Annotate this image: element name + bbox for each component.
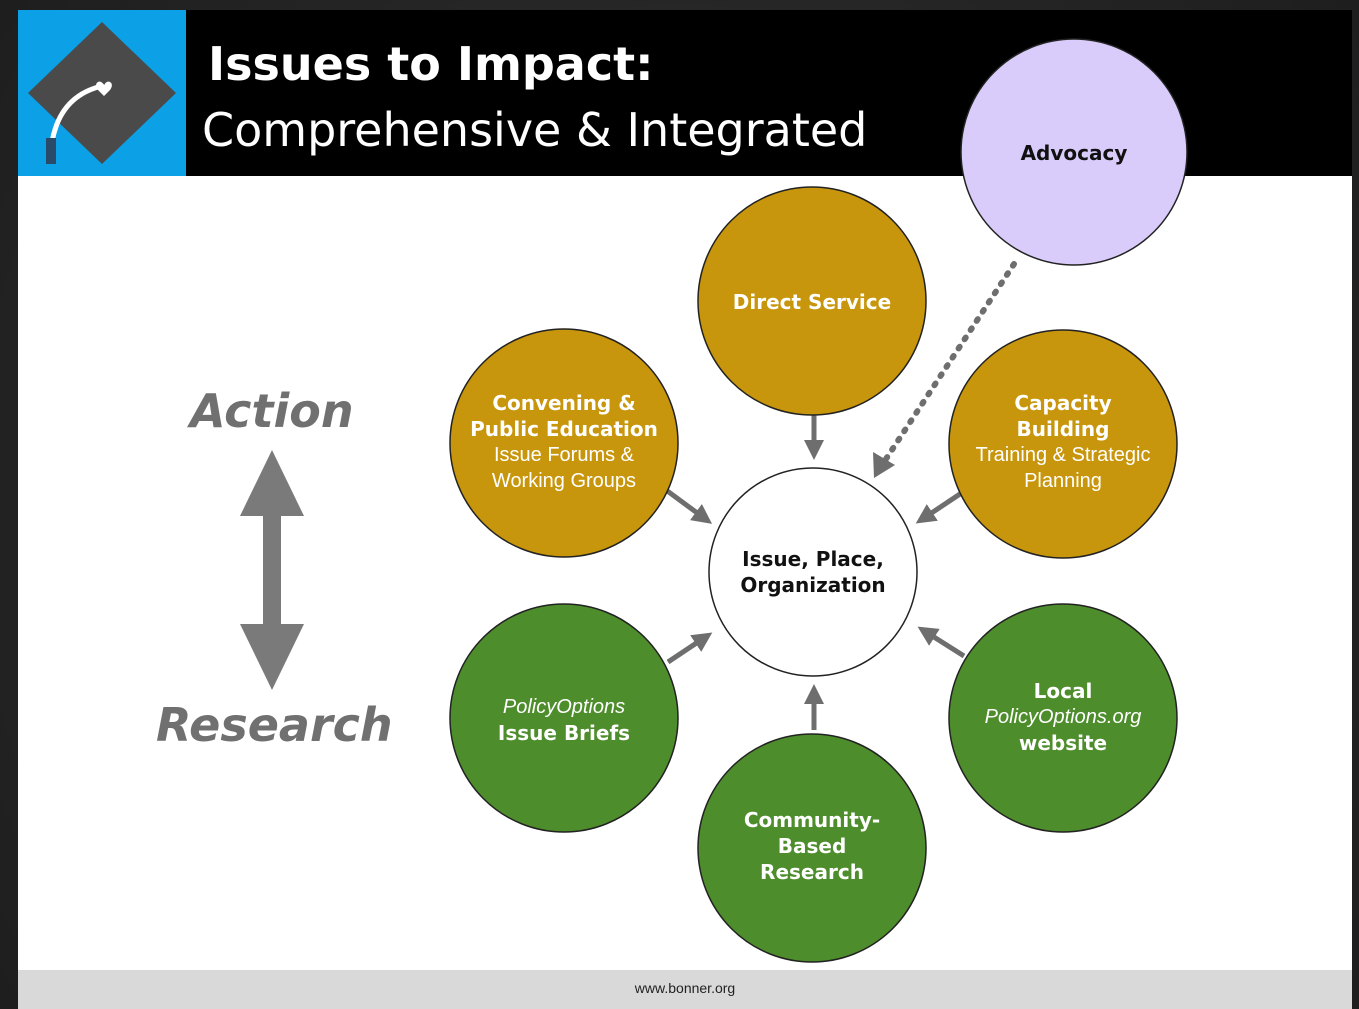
community-title-2: Based [777,834,847,858]
capacity-circle [948,329,1178,559]
footer-bar [18,970,1352,1009]
policy-briefs-title: Issue Briefs [497,721,631,745]
convening-sub-1: Issue Forums & [493,444,635,466]
footer-url: www.bonner.org [634,980,736,996]
local-sub: website [1018,731,1108,755]
advocacy-arrowhead-icon [873,452,895,478]
convening-sub-2: Working Groups [491,470,637,492]
center-label: Issue, Place, Organization [713,546,913,598]
center-line-1: Issue, Place, [742,547,884,571]
convening-label: Convening & Public Education Issue Forum… [464,390,664,494]
local-circle [948,603,1178,833]
page-subtitle: Comprehensive & Integrated [202,103,868,157]
direct-service-title: Direct Service [732,290,892,314]
community-label: Community- Based Research [712,807,912,885]
arrow-local [917,626,966,659]
advocacy-title: Advocacy [1020,141,1128,165]
diagram [240,38,1188,963]
direct-service-label: Direct Service [712,289,912,315]
capacity-sub-1: Training & Strategic [975,444,1151,466]
arrow-capacity [915,491,962,524]
local-italic: PolicyOptions.org [984,706,1142,728]
local-label: Local PolicyOptions.org website [963,678,1163,756]
community-title-3: Research [760,860,864,884]
slide: Issues to Impact: Comprehensive & Integr… [18,10,1352,1009]
capacity-sub-2: Planning [1024,470,1102,492]
community-circle [697,733,927,963]
advocacy-label: Advocacy [974,140,1174,166]
capacity-title-2: Building [1016,417,1110,441]
convening-title-2: Public Education [470,417,658,441]
capacity-label: Capacity Building Training & Strategic P… [963,390,1163,494]
cap-logo-icon [28,22,176,164]
policy-briefs-circle [449,603,679,833]
center-circle [708,467,918,677]
action-label: Action [190,384,354,438]
convening-title-1: Convening & [492,391,636,415]
logo [18,10,186,176]
research-label: Research [156,698,393,752]
advocacy-circle [960,38,1188,266]
center-line-2: Organization [740,573,886,597]
capacity-title-1: Capacity [1014,391,1112,415]
convening-circle [449,328,679,558]
action-research-double-arrow-icon [240,450,304,690]
arrow-policy-briefs [666,632,713,665]
local-title: Local [1033,679,1093,703]
policy-briefs-label: PolicyOptions Issue Briefs [464,694,664,746]
page-title: Issues to Impact: [208,37,654,91]
direct-service-circle [697,186,927,416]
arrow-convening [664,487,713,524]
community-title-1: Community- [743,808,881,832]
policy-briefs-italic: PolicyOptions [502,696,626,718]
advocacy-dotted-arrow [881,261,1017,465]
